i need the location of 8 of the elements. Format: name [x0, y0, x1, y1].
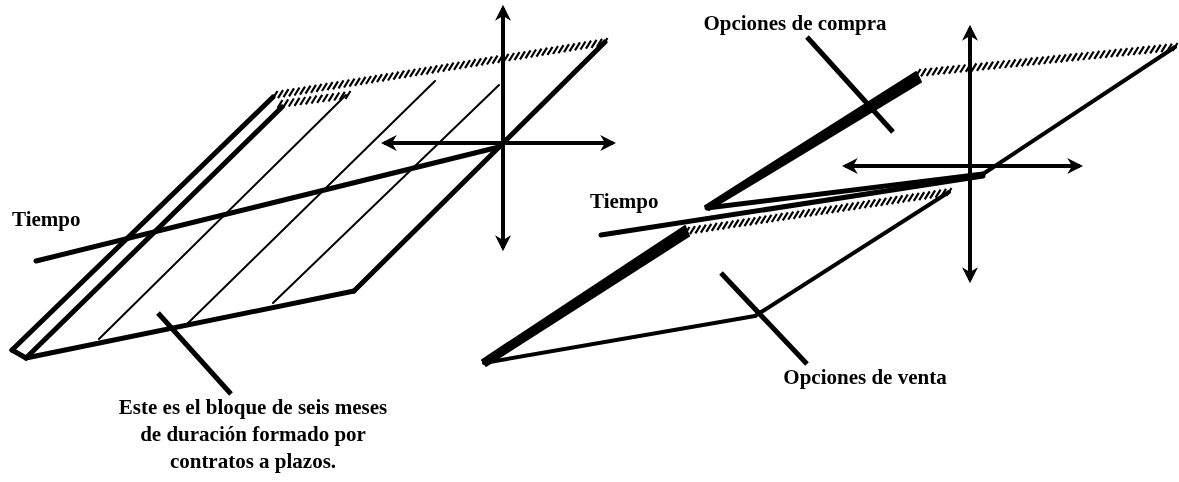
leader-line: [156, 311, 233, 396]
caption-text: Opciones de venta: [782, 364, 948, 391]
caption-text: Opciones de compra: [702, 10, 888, 37]
axis-label: Tiempo: [590, 188, 659, 215]
leader-line: [805, 35, 895, 134]
leader-line: [719, 271, 809, 366]
axis-label: Tiempo: [12, 206, 81, 233]
caption-text: Este es el bloque de seis meses de duración formado por contratos a plazos.: [117, 394, 389, 475]
